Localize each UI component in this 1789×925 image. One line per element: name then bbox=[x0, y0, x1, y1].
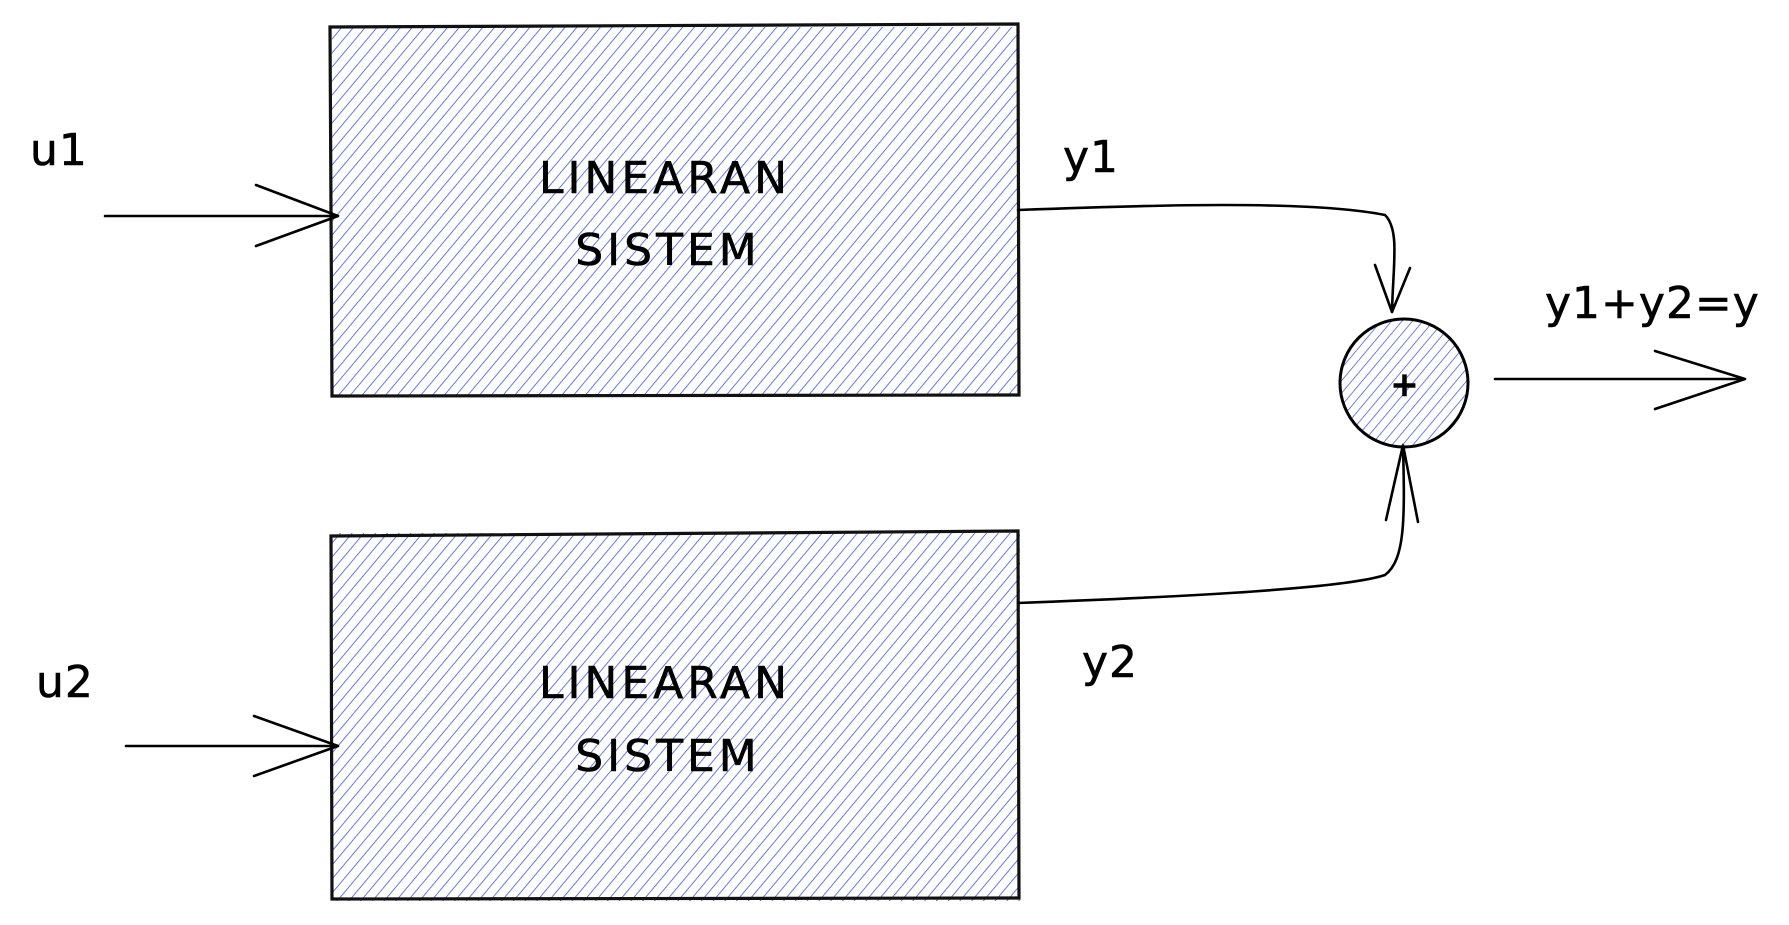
top-block-border bbox=[328, 22, 1021, 398]
input-u2-label: u2 bbox=[36, 657, 94, 708]
result-label: y1+y2=y bbox=[1545, 278, 1760, 329]
top-block-label-line1: LINEARAN bbox=[539, 153, 791, 204]
result-output: y1+y2=y bbox=[1493, 278, 1760, 411]
input-u2: u2 bbox=[36, 657, 340, 778]
bottom-block-label-line1: LINEARAN bbox=[539, 658, 791, 709]
bottom-block-border bbox=[329, 529, 1021, 901]
output-y1: y1 bbox=[1016, 132, 1412, 314]
sum-plus-sign: + bbox=[1390, 365, 1420, 405]
result-arrow bbox=[1493, 349, 1747, 411]
bottom-block-fill bbox=[332, 533, 1020, 901]
top-linear-system-block: LINEARAN SISTEM bbox=[328, 22, 1021, 398]
output-y2: y2 bbox=[1016, 443, 1420, 688]
summing-junction-fill bbox=[1340, 319, 1468, 447]
output-y2-arrow bbox=[1016, 443, 1420, 605]
bottom-block-label-line2: SISTEM bbox=[575, 731, 760, 782]
summing-junction: + bbox=[1338, 317, 1470, 449]
output-y1-label: y1 bbox=[1063, 132, 1119, 183]
input-u2-arrow bbox=[124, 714, 340, 778]
top-block-fill bbox=[332, 27, 1018, 395]
input-u1: u1 bbox=[30, 125, 340, 248]
input-u1-label: u1 bbox=[30, 125, 88, 176]
bottom-linear-system-block: LINEARAN SISTEM bbox=[329, 529, 1021, 901]
output-y1-arrow bbox=[1016, 203, 1412, 314]
input-u1-arrow bbox=[103, 183, 340, 248]
summing-junction-border bbox=[1338, 317, 1470, 449]
top-block-label-line2: SISTEM bbox=[575, 225, 760, 276]
output-y2-label: y2 bbox=[1082, 637, 1138, 688]
